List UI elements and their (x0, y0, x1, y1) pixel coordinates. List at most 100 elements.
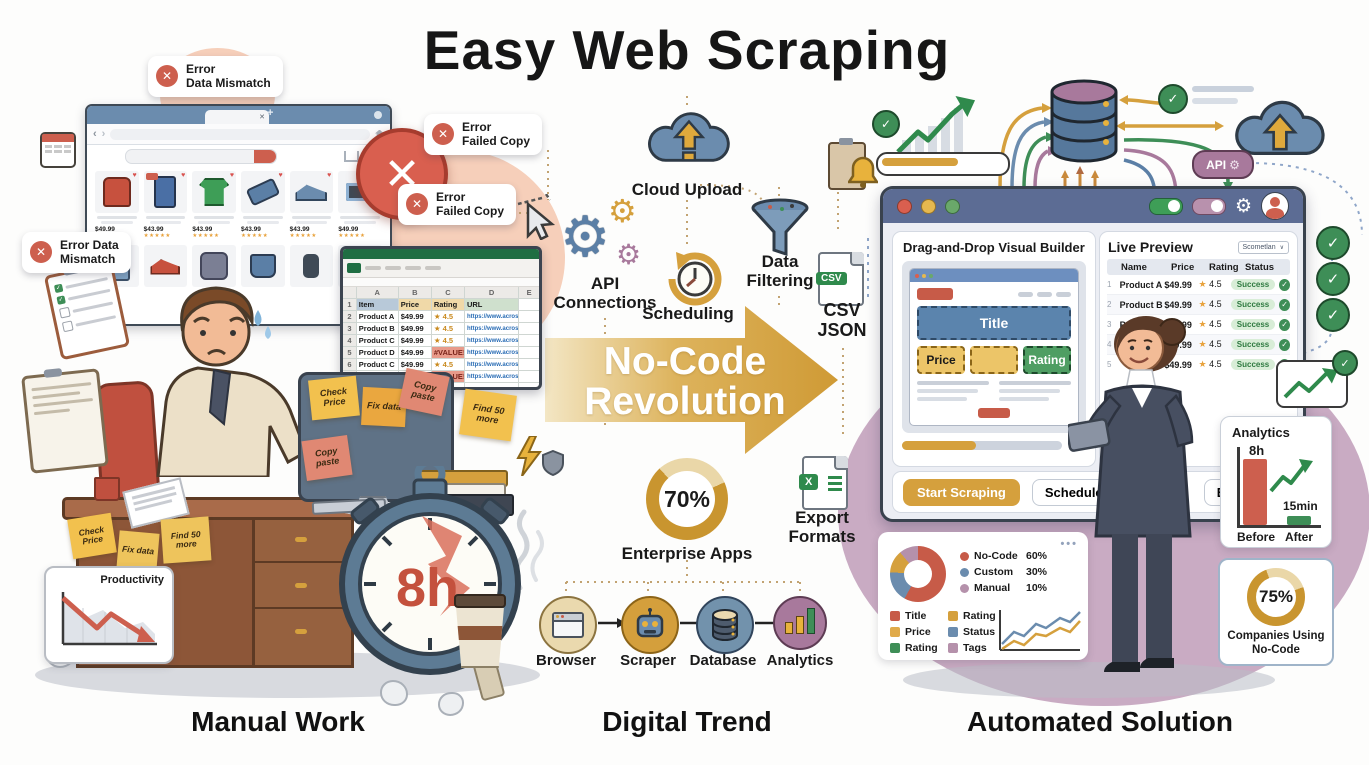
wishlist-heart-icon[interactable]: ♥ (327, 172, 332, 179)
after-label: After (1285, 530, 1314, 544)
wishlist-heart-icon[interactable]: ♥ (181, 172, 186, 179)
productivity-card: Productivity (44, 566, 174, 664)
toggle-on[interactable] (1148, 197, 1183, 215)
field-legend-col1: Title Price Rating (890, 610, 938, 654)
cell-price[interactable]: $49.99 (398, 335, 432, 347)
analytics-card: Analytics 8h 15min Before After (1220, 416, 1332, 548)
page-title: Easy Web Scraping (423, 19, 951, 81)
success-check-1: ✓ (1316, 226, 1350, 260)
product-price: $43.99 (192, 226, 213, 233)
forward-icon[interactable]: › (101, 128, 106, 140)
check-icon: ✓ (1279, 338, 1290, 351)
empty-field-block[interactable] (970, 346, 1018, 374)
robot-icon (636, 608, 664, 638)
title-field-block[interactable]: Title (917, 306, 1071, 340)
wishlist-heart-icon[interactable]: ♥ (229, 172, 234, 179)
cell-url[interactable]: https://www.acroscolidevlot (464, 359, 520, 371)
pipeline-browser (539, 596, 597, 654)
traffic-light-minimize[interactable] (921, 198, 936, 214)
settings-gear-icon[interactable]: ⚙ (1234, 195, 1252, 217)
product-card[interactable]: ♥ $43.99 ★★★★★ (192, 171, 236, 239)
start-scraping-button[interactable]: Start Scraping (903, 478, 1020, 506)
search-input[interactable] (125, 148, 277, 164)
database-decor (1050, 79, 1118, 163)
cell-price[interactable]: $49.99 (398, 347, 432, 359)
crumpled-paper-3 (438, 692, 464, 716)
traffic-light-close[interactable] (897, 198, 912, 214)
header-url: URL (464, 299, 520, 311)
cell-url[interactable]: https://www.acroscolidevlot (464, 347, 520, 359)
shield-icon (542, 450, 564, 476)
cta-block[interactable] (978, 408, 1010, 418)
cell-rating[interactable]: ★ 4.5 (431, 359, 465, 371)
growth-check-icon: ✓ (1332, 350, 1358, 376)
analytics-title: Analytics (1232, 425, 1290, 440)
csv-file-icon: CSV (816, 252, 864, 306)
toggle-mauve[interactable] (1191, 197, 1226, 215)
rating-field-block[interactable]: Rating (1023, 346, 1071, 374)
error-x-icon: ✕ (432, 123, 454, 146)
back-icon[interactable]: ‹ (93, 128, 97, 140)
wishlist-heart-icon[interactable]: ♥ (132, 172, 137, 179)
cell-price[interactable]: $49.99 (398, 323, 432, 335)
col-letter: A (356, 287, 399, 299)
product-card[interactable]: ♥ $49.99 ★★★★★ (95, 171, 139, 239)
window-button-icon[interactable] (374, 111, 382, 119)
cell-price[interactable]: $49.99 (398, 311, 432, 323)
product-price: $43.99 (143, 226, 164, 233)
product-card[interactable]: ♥ $43.99 ★★★★★ (289, 171, 334, 239)
api-pill-label: API (1206, 157, 1227, 172)
cell-rating[interactable]: ★ 4.5 (431, 311, 465, 323)
excel-ribbon (343, 259, 539, 278)
error-x-icon: ✕ (30, 241, 52, 264)
cart-icon[interactable] (344, 150, 359, 162)
product-card[interactable] (143, 245, 188, 287)
wishlist-heart-icon[interactable]: ♥ (278, 172, 283, 179)
product-card[interactable] (289, 245, 334, 287)
preview-row[interactable]: 2 Product B $49.99 ★ 4.5 Success ✓ (1107, 295, 1290, 315)
cell-rating[interactable]: ★ 4.5 (431, 323, 465, 335)
cell-item[interactable]: Product A (356, 311, 399, 323)
browser-titlebar: ✕ + (87, 106, 390, 124)
cell-item[interactable]: Product D (356, 347, 399, 359)
api-gears-icon: ⚙ ⚙ ⚙ (560, 193, 660, 280)
error-title: Error Data (60, 238, 119, 252)
text-line-decor (1192, 86, 1254, 92)
preview-row[interactable]: 1 Product A $49.99 ★ 4.5 Success ✓ (1107, 275, 1290, 295)
cell-url[interactable]: https://www.acroscolidevlot (464, 323, 520, 335)
preview-dropdown[interactable]: Scometlan ∨ (1237, 240, 1289, 254)
chevron-down-icon: ∨ (1279, 244, 1284, 251)
enterprise-apps-label: Enterprise Apps (621, 544, 753, 563)
pipeline-browser-label: Browser (535, 652, 597, 669)
user-avatar[interactable] (1261, 192, 1289, 220)
error-title: Error (436, 190, 466, 204)
section-label-manual-work: Manual Work (191, 706, 365, 737)
cell-item[interactable]: Product C (356, 335, 399, 347)
price-field-block[interactable]: Price (917, 346, 965, 374)
browser-tab[interactable]: ✕ (205, 110, 269, 124)
pipeline-database (696, 596, 754, 654)
product-card[interactable]: ♥ $43.99 ★★★★★ (143, 171, 188, 239)
tab-close-icon[interactable]: ✕ (259, 114, 265, 121)
cell-url[interactable]: https://www.acroscolidevlot (464, 371, 520, 383)
cell-rating[interactable]: ★ 4.5 (431, 335, 465, 347)
new-tab-icon[interactable]: + (267, 107, 274, 119)
ellipsis-icon[interactable]: ••• (1060, 538, 1078, 550)
cell-url[interactable]: https://www.acroscolidevlot (464, 311, 520, 323)
col-letter: E (519, 287, 539, 299)
cell-rating-error[interactable]: #VALUE! (431, 347, 465, 359)
excel-formula-bar[interactable] (343, 278, 539, 287)
success-check-2: ✓ (1316, 262, 1350, 296)
sale-badge (145, 173, 158, 180)
cell-item[interactable]: Product B (356, 323, 399, 335)
cell-item[interactable]: Product C (356, 359, 399, 371)
cell-url[interactable]: https://www.acroscolidevlot (464, 335, 520, 347)
url-bar[interactable] (110, 128, 370, 140)
traffic-light-zoom[interactable] (945, 198, 960, 214)
product-card[interactable] (192, 245, 236, 287)
enterprise-apps-donut: 70% (646, 458, 728, 540)
product-card[interactable] (241, 245, 285, 287)
product-card[interactable]: ♥ $43.99 ★★★★★ (241, 171, 285, 239)
search-button[interactable] (254, 149, 276, 163)
